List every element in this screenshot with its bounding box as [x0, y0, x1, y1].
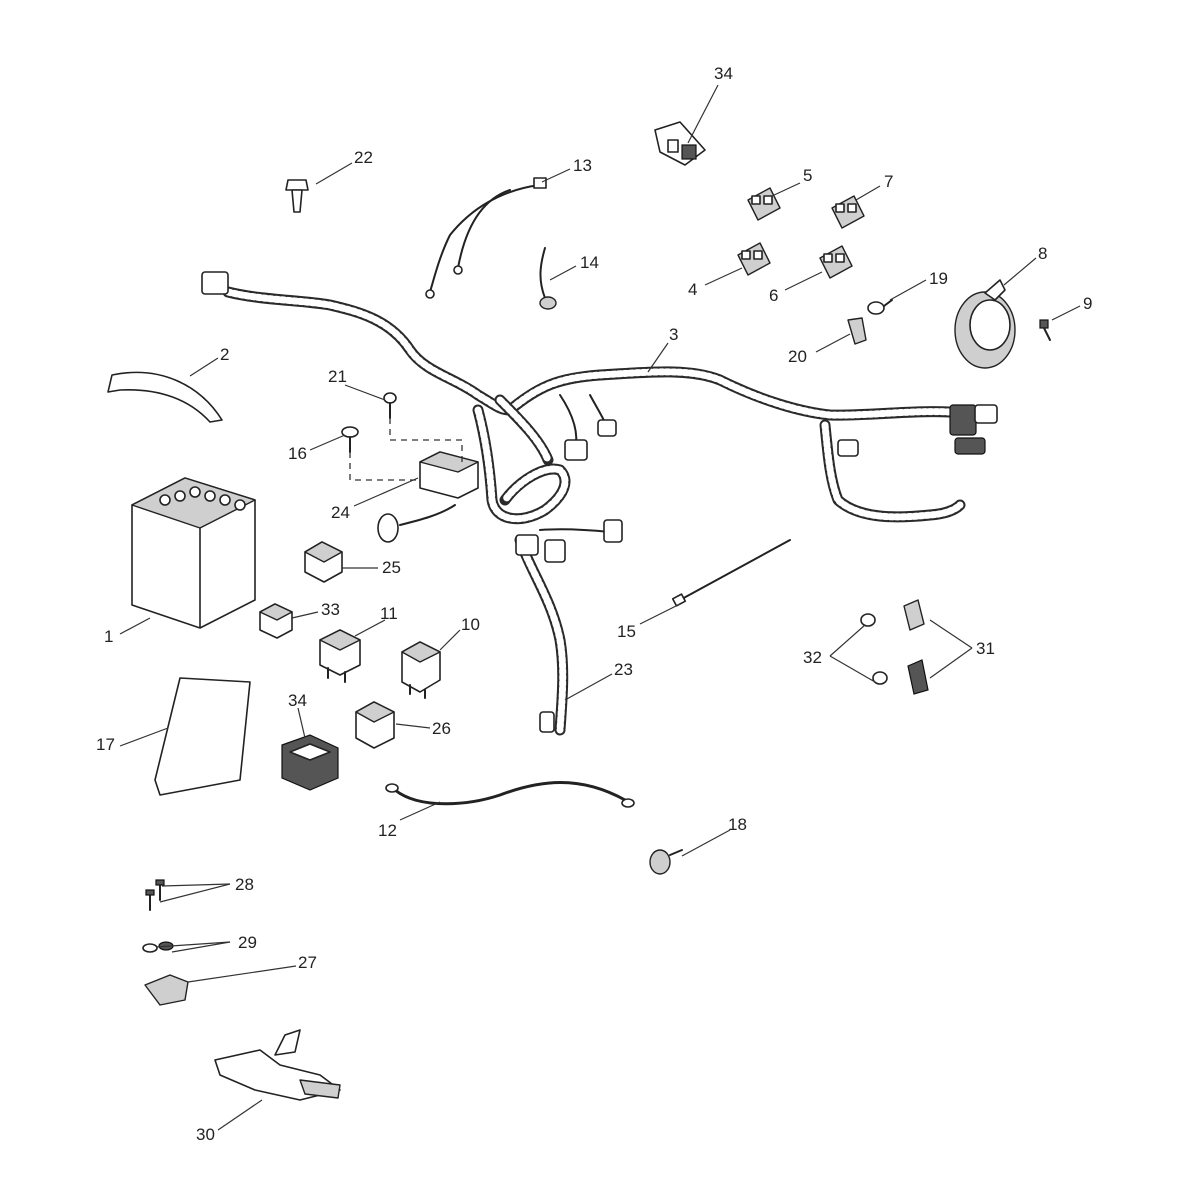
callout-19: 19	[929, 269, 948, 288]
callout-34-top: 34	[714, 64, 733, 83]
connector-harness-right-2	[974, 404, 998, 424]
callout-3: 3	[669, 325, 678, 344]
callout-27: 27	[298, 953, 317, 972]
connector-harness-lower-center-2	[544, 539, 566, 563]
callout-25: 25	[382, 558, 401, 577]
part-push-clip-16	[341, 426, 359, 453]
callout-23: 23	[614, 660, 633, 679]
callout-24: 24	[331, 503, 350, 522]
connector-harness-right-3	[954, 437, 986, 455]
callout-9: 9	[1083, 294, 1092, 313]
part-battery	[131, 477, 256, 629]
part-relay-33	[259, 603, 293, 639]
callout-11: 11	[380, 604, 398, 623]
callout-17: 17	[96, 735, 115, 754]
part-screw-19	[867, 299, 893, 315]
callout-21: 21	[328, 367, 347, 386]
callout-31: 31	[976, 639, 995, 658]
part-bracket-30	[214, 1029, 341, 1101]
part-relay-25	[304, 541, 343, 583]
callout-26: 26	[432, 719, 451, 738]
connector-harness-center-2	[597, 419, 617, 437]
callout-10: 10	[461, 615, 480, 634]
callout-15: 15	[617, 622, 636, 641]
callout-14: 14	[580, 253, 599, 272]
callout-1: 1	[104, 627, 113, 646]
callout-8: 8	[1038, 244, 1047, 263]
part-sub-harness-13	[425, 177, 547, 299]
part-module-24	[419, 451, 479, 499]
connector-harness-bottom	[539, 711, 555, 733]
callout-22: 22	[354, 148, 373, 167]
callout-18: 18	[728, 815, 747, 834]
callout-20: 20	[788, 347, 807, 366]
part-rivets-32	[860, 613, 888, 685]
connector-harness-mid-right	[837, 439, 859, 457]
part-terminal-cover-27	[144, 974, 189, 1006]
part-relay-holder-34-bottom	[281, 734, 339, 791]
part-cover-17	[154, 677, 251, 796]
callout-6: 6	[769, 286, 778, 305]
connector-harness-left	[201, 271, 229, 295]
callout-2: 2	[220, 345, 229, 364]
connector-harness-boot	[377, 513, 399, 543]
part-sensor-lead-14	[539, 247, 557, 310]
connector-harness-lower-center	[515, 534, 539, 556]
connector-harness-right	[949, 404, 977, 436]
callout-4: 4	[688, 280, 697, 299]
fixing-guide-dashed	[349, 418, 463, 481]
callout-12: 12	[378, 821, 397, 840]
callout-28: 28	[235, 875, 254, 894]
part-fuse-holder-4	[737, 242, 771, 276]
callout-5: 5	[803, 166, 812, 185]
part-relay-26	[355, 701, 395, 749]
callout-32: 32	[803, 648, 822, 667]
callout-34-bottom: 34	[288, 691, 307, 710]
part-screw-21	[383, 392, 397, 419]
part-cable-tie	[671, 539, 791, 607]
part-strap	[107, 371, 223, 423]
connector-harness-lower-right	[603, 519, 623, 543]
callout-30: 30	[196, 1125, 215, 1144]
callout-7: 7	[884, 172, 893, 191]
part-fuse-holder-7	[831, 195, 865, 229]
callout-16: 16	[288, 444, 307, 463]
part-relay-holder-34-top	[654, 121, 706, 166]
part-relay-11	[319, 629, 361, 683]
callout-33: 33	[321, 600, 340, 619]
callout-29: 29	[238, 933, 257, 952]
part-fuse-holder-5	[747, 187, 781, 221]
connector-harness-center	[564, 439, 588, 461]
part-clips-31	[903, 599, 929, 695]
main-harness	[201, 271, 998, 736]
leader-lines	[119, 84, 1081, 1131]
part-grommet-18	[649, 849, 683, 875]
part-earth-cable	[385, 781, 635, 808]
part-relay-10	[401, 641, 441, 699]
part-horn	[954, 279, 1016, 369]
part-bolts-28	[145, 879, 165, 911]
callout-numbers: 1 2 3 4 5 6 7 8 9 10 11 12 13 14 15 16 1…	[96, 64, 1092, 1144]
part-clip-20	[847, 317, 867, 345]
part-fuse-holder-6	[819, 245, 853, 279]
part-bolt-9	[1039, 319, 1051, 341]
callout-13: 13	[573, 156, 592, 175]
part-bolt-22	[285, 179, 309, 213]
